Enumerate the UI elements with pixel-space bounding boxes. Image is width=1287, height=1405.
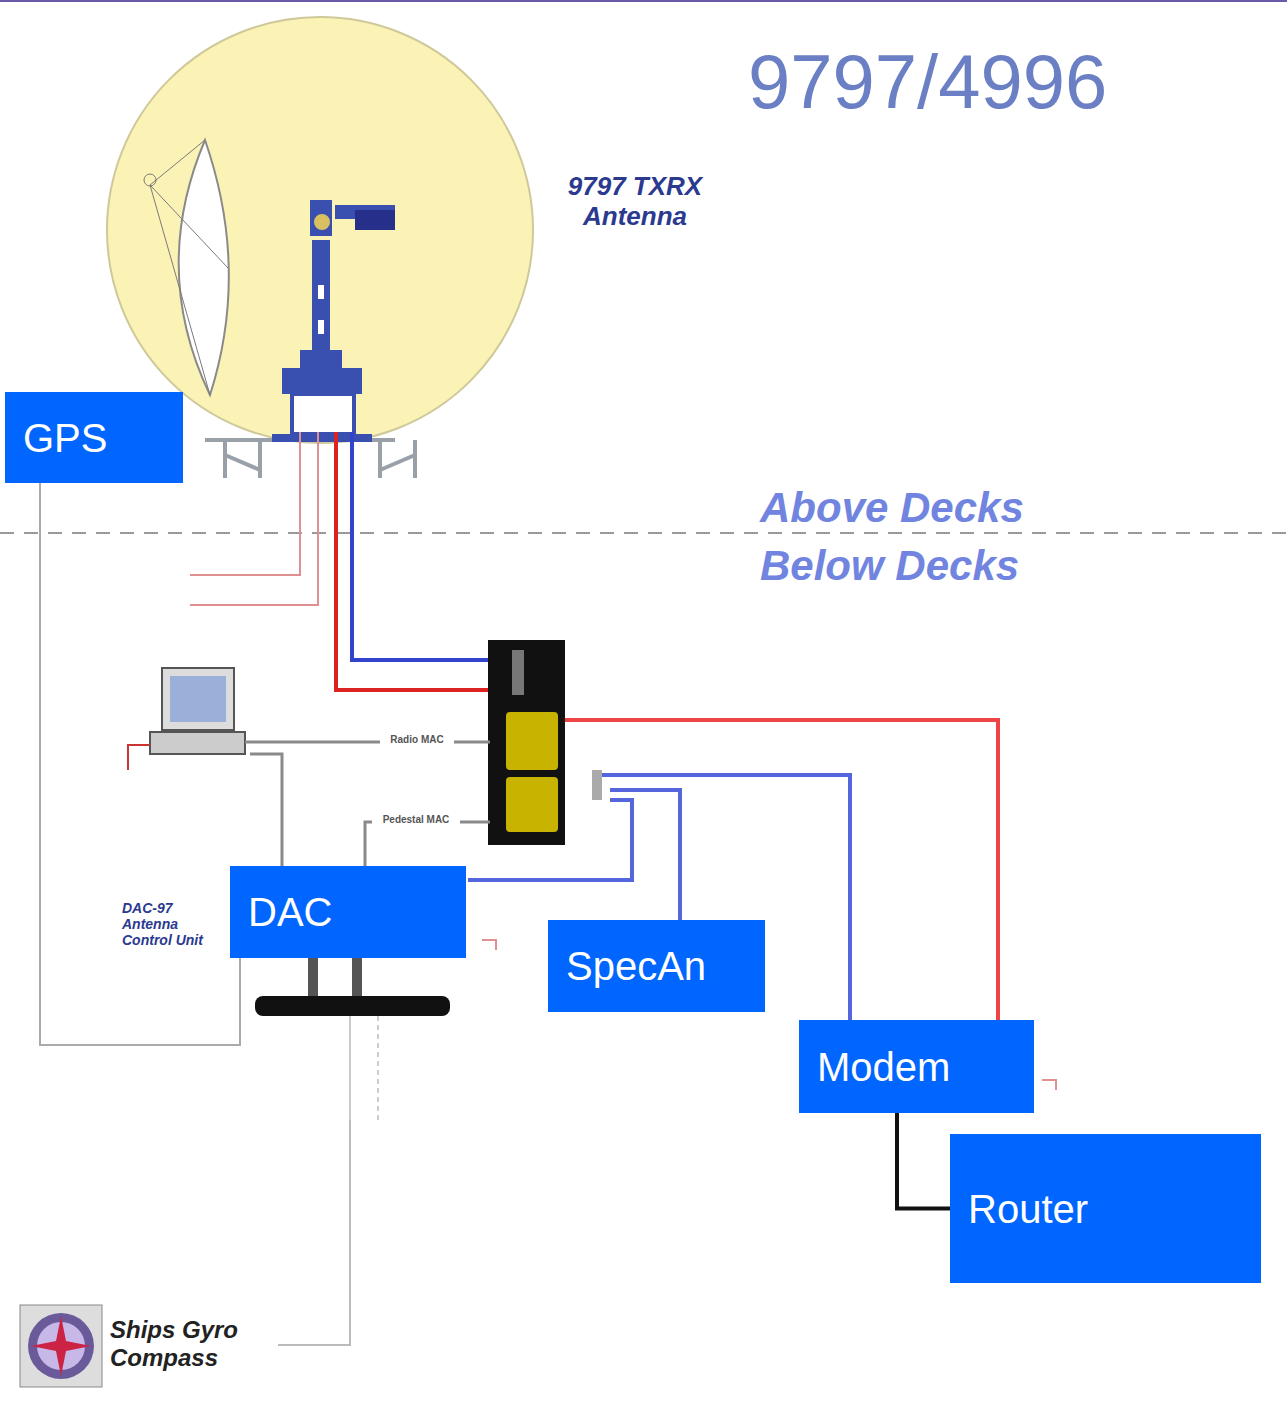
part-label: 9797 TXRX Antenna bbox=[560, 172, 710, 232]
connector bbox=[40, 483, 240, 1045]
part-label: Above Decks bbox=[760, 484, 1090, 532]
device-name: Router bbox=[968, 1187, 1088, 1231]
computer-icon bbox=[128, 668, 245, 770]
device-box: Router bbox=[950, 1134, 1261, 1283]
control-unit bbox=[255, 958, 450, 1345]
part-label: Pedestal MAC bbox=[372, 814, 460, 826]
device-name: SpecAn bbox=[566, 944, 706, 988]
device-name: DAC bbox=[248, 890, 332, 934]
slide-title: 9797/4996 bbox=[748, 38, 1268, 125]
connector bbox=[897, 1113, 950, 1209]
dish-reflector bbox=[179, 140, 229, 395]
splitter-unit bbox=[488, 640, 602, 845]
part-label: Radio MAC bbox=[380, 734, 454, 746]
device-box: SpecAn bbox=[548, 920, 765, 1012]
part-label: Below Decks bbox=[760, 542, 1090, 590]
device-box: Modem bbox=[799, 1020, 1034, 1113]
gyro-compass-icon bbox=[20, 1305, 102, 1387]
pedestal bbox=[272, 200, 395, 442]
device-box: GPS bbox=[5, 392, 183, 483]
top-rule bbox=[0, 0, 1287, 2]
part-label: DAC-97 Antenna Control Unit bbox=[122, 900, 226, 948]
deck-divider bbox=[0, 532, 1287, 534]
data-cables bbox=[245, 742, 490, 866]
radome bbox=[107, 17, 533, 443]
feed-struts bbox=[144, 140, 228, 395]
device-box: DAC bbox=[230, 866, 466, 958]
radome-legs bbox=[205, 440, 415, 478]
device-name: Modem bbox=[817, 1045, 950, 1089]
power-leads bbox=[190, 432, 318, 605]
part-label: Ships Gyro Compass bbox=[110, 1316, 280, 1371]
device-name: GPS bbox=[23, 416, 107, 460]
